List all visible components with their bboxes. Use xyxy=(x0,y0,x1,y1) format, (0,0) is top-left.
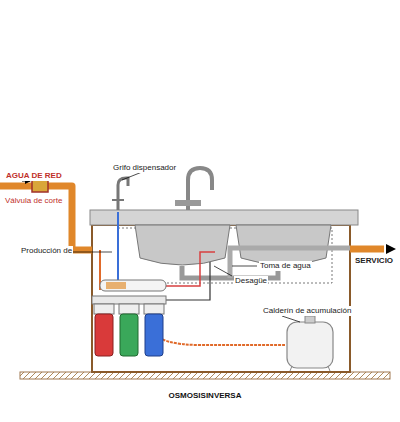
product-tube xyxy=(117,212,119,285)
membrane-housing xyxy=(100,280,166,291)
inlet-label: AGUA DE RED xyxy=(5,171,63,181)
part-label: Toma de agua xyxy=(259,261,312,271)
floor xyxy=(20,372,390,379)
part-label: Desagüe xyxy=(234,276,268,286)
part-label: Calderín de acumulación xyxy=(262,306,353,316)
sink-basin xyxy=(135,225,230,265)
sink-basin xyxy=(236,225,331,265)
inlet-pipe xyxy=(0,186,92,250)
shutoff-valve xyxy=(32,180,48,192)
service-label: SERVICIO xyxy=(354,256,394,266)
filter-cartridges xyxy=(92,296,166,356)
storage-tank xyxy=(287,316,333,371)
caption: OSMOSISINVERSA xyxy=(168,391,243,401)
service-pipe xyxy=(350,246,384,253)
valve-label: Válvula de corte xyxy=(4,196,63,206)
countertop xyxy=(90,210,358,225)
drain-tube xyxy=(165,252,215,286)
part-label: Producción de xyxy=(20,246,73,256)
cabinet xyxy=(92,225,350,372)
part-label: Grifo dispensador xyxy=(112,163,177,173)
dispenser-faucet xyxy=(118,178,128,210)
